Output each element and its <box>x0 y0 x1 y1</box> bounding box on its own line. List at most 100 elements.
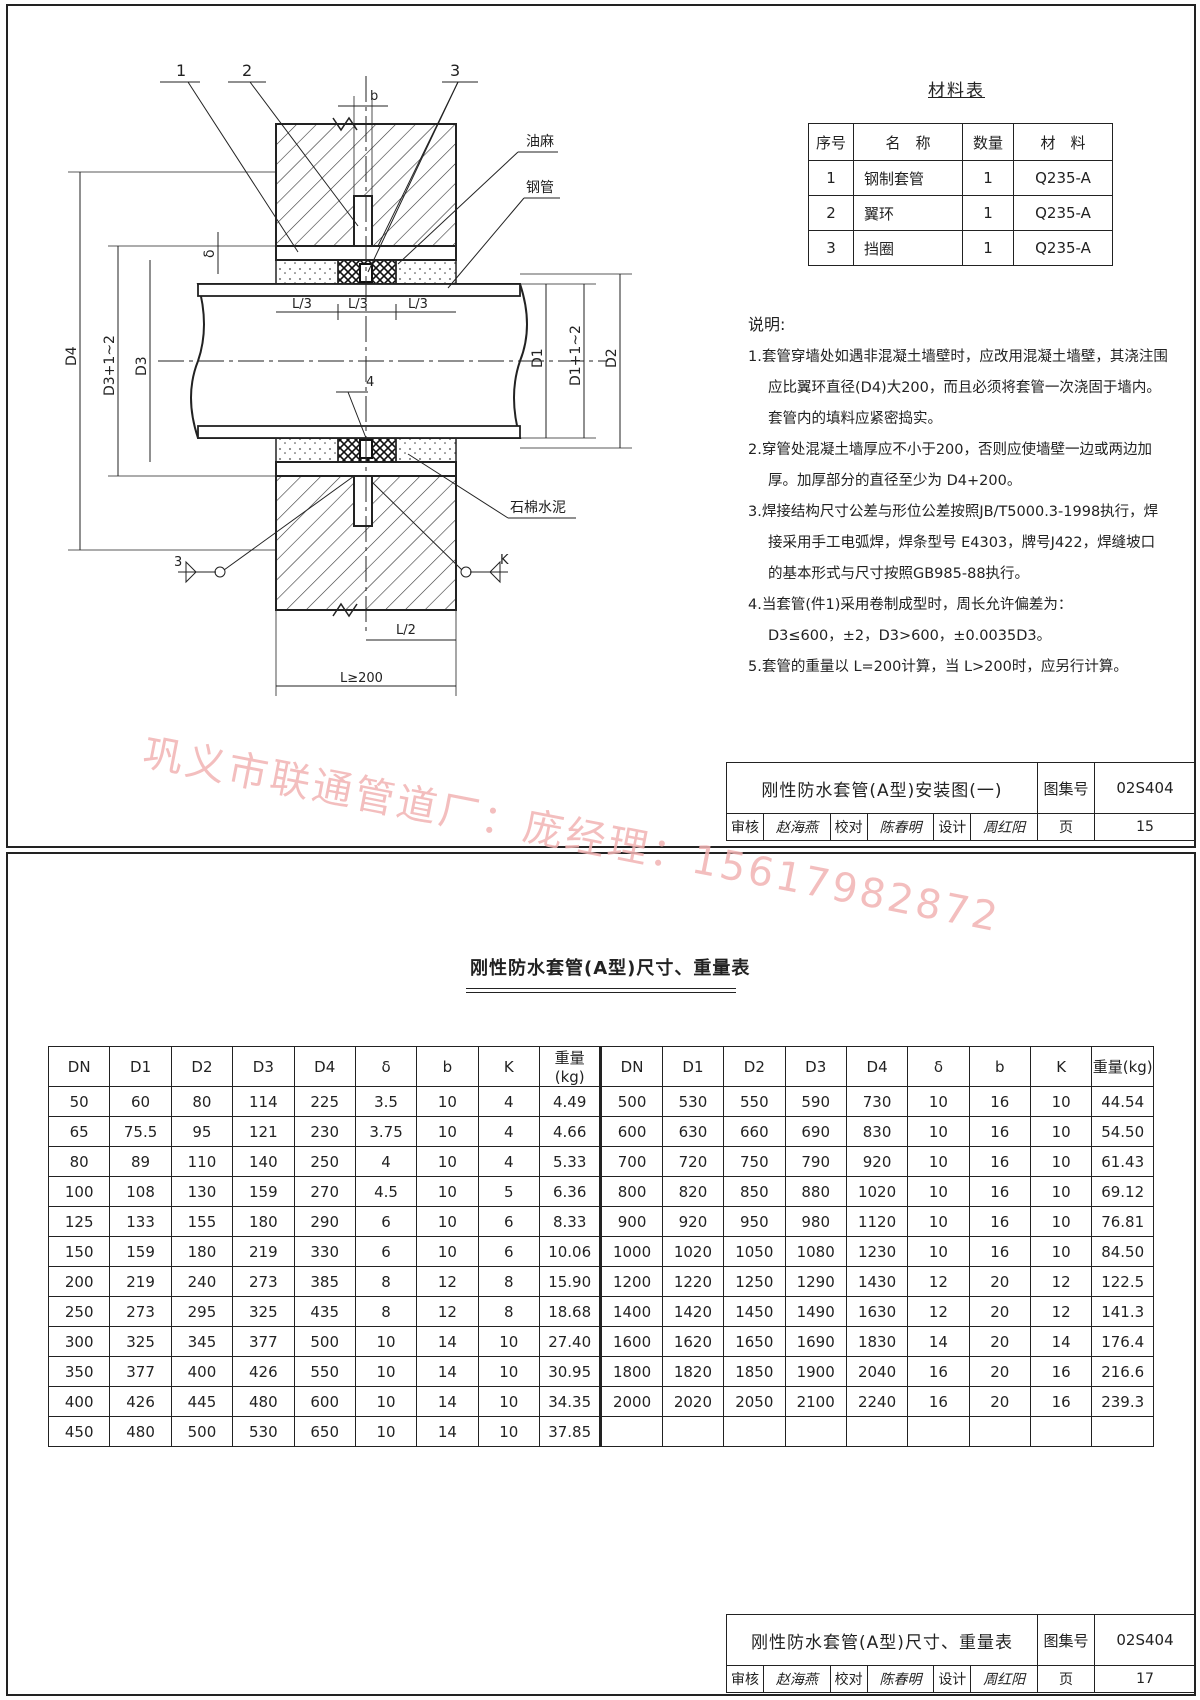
table-cell: 4.5 <box>354 1176 418 1207</box>
table-cell: 230 <box>293 1116 356 1147</box>
table-cell: 530 <box>232 1416 295 1447</box>
table-cell: 10 <box>907 1206 970 1237</box>
table-cell: 76.81 <box>1091 1206 1154 1237</box>
table-cell: 980 <box>784 1206 847 1237</box>
table-cell: 159 <box>232 1176 295 1207</box>
table-cell: 125 <box>47 1206 111 1237</box>
table-cell: 1220 <box>661 1266 725 1297</box>
table-cell: 1230 <box>845 1236 909 1267</box>
table-cell: 600 <box>599 1116 663 1147</box>
table-cell: 250 <box>47 1296 111 1327</box>
title-block-title: 刚性防水套管(A型)尺寸、重量表 <box>726 1614 1038 1666</box>
dim-l3-a: L/3 <box>292 297 312 312</box>
table-cell: 216.6 <box>1091 1356 1154 1387</box>
table-cell: 300 <box>47 1326 111 1357</box>
atlas-number: 02S404 <box>1094 1614 1196 1666</box>
review-signature: 赵海燕 <box>763 813 831 841</box>
table-cell: 16 <box>968 1146 1032 1177</box>
table-cell: 12 <box>416 1266 479 1297</box>
table-cell: 920 <box>661 1206 725 1237</box>
dim-b: b <box>370 89 378 104</box>
table-cell: 2000 <box>599 1386 663 1417</box>
materials-header-row: 序号 名 称 数量 材 料 <box>808 123 1113 161</box>
table-cell: 翼环 <box>853 195 963 231</box>
table-cell: 钢制套管 <box>853 160 963 196</box>
table-cell: 4 <box>477 1116 541 1147</box>
check-signature: 陈春明 <box>866 1665 935 1693</box>
table-cell: 295 <box>170 1296 234 1327</box>
table-cell: 377 <box>109 1356 172 1387</box>
check-label: 校对 <box>829 813 868 841</box>
table-cell <box>599 1416 663 1447</box>
table-cell: 10 <box>416 1146 479 1177</box>
table-cell: 130 <box>170 1176 234 1207</box>
table-cell: 720 <box>661 1146 725 1177</box>
table-cell: 445 <box>170 1386 234 1417</box>
table-cell: 240 <box>170 1266 234 1297</box>
dim-delta: δ <box>202 249 218 258</box>
table-cell: 1650 <box>723 1326 786 1357</box>
table-cell: 1900 <box>784 1356 847 1387</box>
table-cell: 950 <box>723 1206 786 1237</box>
page-number: 17 <box>1094 1665 1196 1693</box>
table-cell: 95 <box>170 1116 234 1147</box>
dim-d1-plus: D1+1~2 <box>568 325 584 386</box>
table-cell: 219 <box>109 1266 172 1297</box>
table-row: 2 翼环 1 Q235-A <box>808 195 1113 231</box>
table-cell: 10 <box>1029 1206 1093 1237</box>
table-header: D1 <box>661 1046 725 1087</box>
table-header: D2 <box>723 1046 786 1087</box>
installation-drawing: L/3 L/3 L/3 D4 D3+1~2 D3 δ D1 D1+1~2 D2 … <box>64 61 632 696</box>
dim-l3-c: L/3 <box>408 297 428 312</box>
table-cell: 110 <box>170 1146 234 1177</box>
table-cell: 16 <box>968 1176 1032 1207</box>
title-block: 刚性防水套管(A型)尺寸、重量表 图集号 02S404 审核 赵海燕 校对 陈春… <box>726 1614 1196 1693</box>
table-cell: 550 <box>723 1086 786 1117</box>
table-cell: 880 <box>784 1176 847 1207</box>
table-cell: 84.50 <box>1091 1236 1154 1267</box>
table-cell: 730 <box>845 1086 909 1117</box>
table-cell: 700 <box>599 1146 663 1177</box>
table-cell: 2 <box>808 195 854 231</box>
table-cell: 800 <box>599 1176 663 1207</box>
table-cell: 200 <box>47 1266 111 1297</box>
table-cell: 1250 <box>723 1266 786 1297</box>
table-cell: 1 <box>962 160 1014 196</box>
weld-4: 4 <box>366 375 374 390</box>
dim-d4: D4 <box>64 346 80 366</box>
table-cell: 18.68 <box>538 1296 602 1327</box>
table-cell: 12 <box>1029 1266 1093 1297</box>
table-cell: 2050 <box>723 1386 786 1417</box>
atlas-number: 02S404 <box>1094 762 1196 814</box>
label-steel-pipe: 钢管 <box>526 180 554 196</box>
table-cell: 1200 <box>599 1266 663 1297</box>
table-cell: 80 <box>170 1086 234 1117</box>
table-cell: 330 <box>293 1236 356 1267</box>
table-cell: 4.66 <box>538 1116 602 1147</box>
table-cell: 16 <box>968 1236 1032 1267</box>
table-cell <box>968 1416 1032 1447</box>
table-cell: 12 <box>1029 1296 1093 1327</box>
table-cell: 5 <box>477 1176 541 1207</box>
design-label: 设计 <box>933 1665 972 1693</box>
table-cell: 830 <box>845 1116 909 1147</box>
table-cell: 690 <box>784 1116 847 1147</box>
table-cell <box>784 1416 847 1447</box>
table-cell: 10 <box>416 1086 479 1117</box>
table-cell: Q235-A <box>1013 160 1113 196</box>
table-cell: 12 <box>907 1296 970 1327</box>
table-cell: 1490 <box>784 1296 847 1327</box>
table-cell: 1450 <box>723 1296 786 1327</box>
callout-1: 1 <box>176 61 186 80</box>
design-label: 设计 <box>933 813 972 841</box>
table-row: 1 钢制套管 1 Q235-A <box>808 160 1113 196</box>
table-cell: 1 <box>808 160 854 196</box>
table-cell: 61.43 <box>1091 1146 1154 1177</box>
table-cell: 435 <box>293 1296 356 1327</box>
table-cell: 80 <box>47 1146 111 1177</box>
table-cell: 1120 <box>845 1206 909 1237</box>
table-cell: 10 <box>416 1236 479 1267</box>
table-cell: 426 <box>109 1386 172 1417</box>
